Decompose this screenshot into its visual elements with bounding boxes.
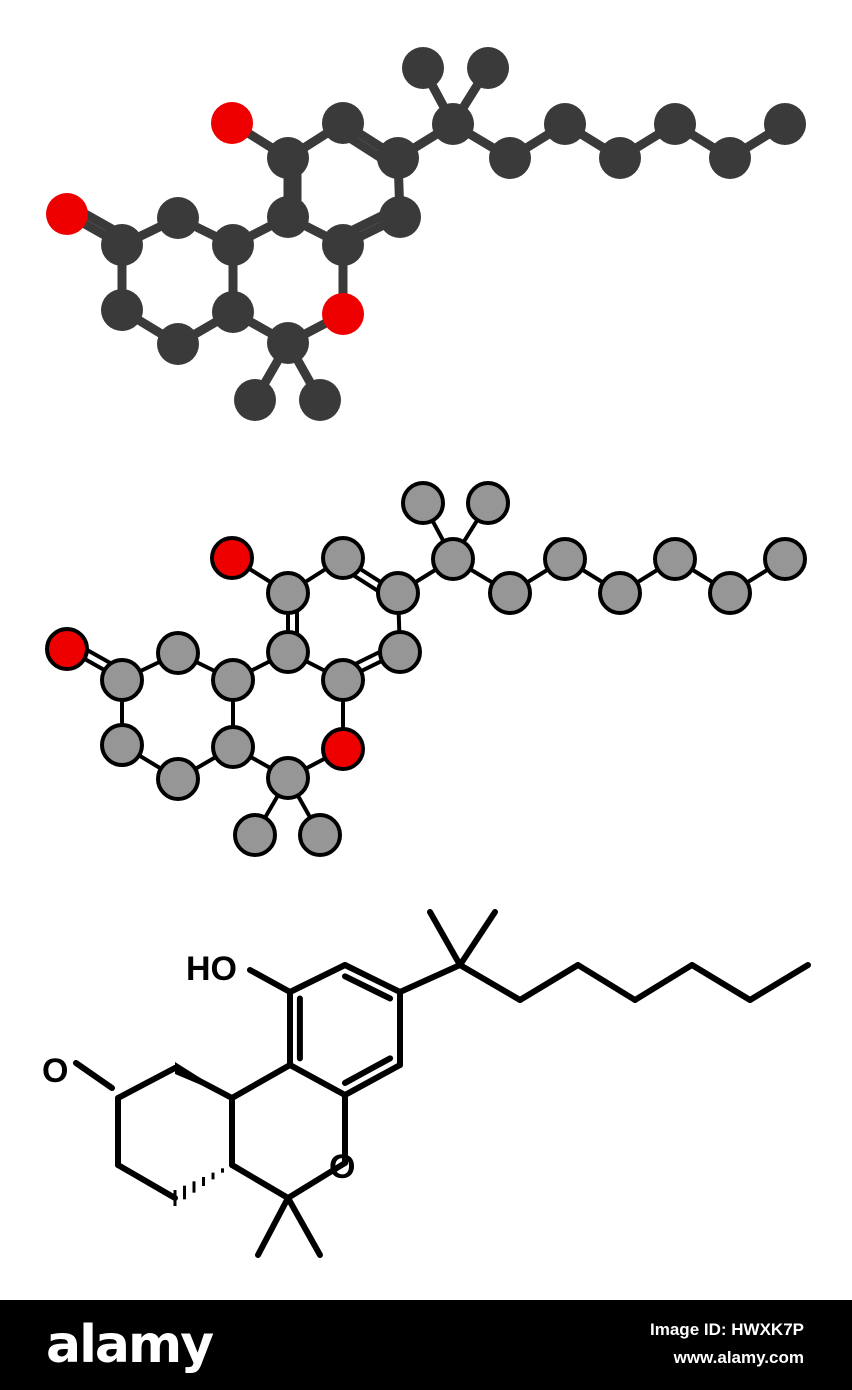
carbon-atom-c3 <box>377 137 419 179</box>
carbon-atom-c6 <box>267 196 309 238</box>
hydroxyl-label: HO <box>186 950 237 988</box>
ketone-double-bond <box>73 1060 115 1091</box>
footer-bar: alamy Image ID: HWXK7P www.alamy.com <box>0 1300 852 1390</box>
ring-oxygen-label: O <box>329 1148 355 1186</box>
carbon-atom-c21 <box>599 137 641 179</box>
carbon-atom-c16 <box>431 537 475 581</box>
skeletal-bond-b6-c1 <box>229 1162 291 1201</box>
carbon-atom-c9 <box>100 658 144 702</box>
skeletal-bond-t4-t5 <box>689 962 753 1003</box>
carbon-atom-c18 <box>466 481 510 525</box>
skeletal-bond-a5-a6 <box>287 1062 348 1098</box>
carbon-atom-c19 <box>489 137 531 179</box>
stick-and-ball-model <box>45 481 807 857</box>
aromatic-inner-bond <box>342 1055 394 1086</box>
carbon-atom-c1 <box>266 571 310 615</box>
carbon-atom-c24 <box>763 537 807 581</box>
site-url-text: www.alamy.com <box>673 1348 804 1367</box>
aromatic-inner-bond <box>342 973 394 1002</box>
alamy-logo: alamy <box>46 1315 214 1375</box>
skeletal-bond-t5-t6 <box>747 962 811 1003</box>
carbon-atom-c4 <box>379 196 421 238</box>
carbon-atom-c8 <box>156 631 200 675</box>
skeletal-bond-c1-m2 <box>285 1195 323 1258</box>
oxygen-atom-o2 <box>45 627 89 671</box>
skeletal-bond-c1-cO <box>285 1160 348 1201</box>
carbon-atom-c12 <box>211 725 255 769</box>
ketone-oxygen-label: O <box>42 1052 68 1090</box>
carbon-atom-c24 <box>764 103 806 145</box>
carbon-atom-c2 <box>321 536 365 580</box>
skeletal-bond-b4-b5 <box>115 1162 178 1201</box>
carbon-atom-c9 <box>101 224 143 266</box>
carbon-atom-c5 <box>321 658 365 702</box>
skeletal-formula: HO O O <box>42 909 811 1258</box>
carbon-atom-c23 <box>709 137 751 179</box>
carbon-atom-c11 <box>156 757 200 801</box>
carbon-atom-c19 <box>488 571 532 615</box>
skeletal-bond-b2-b3 <box>115 1065 178 1101</box>
skeletal-bond-t1-t2 <box>517 962 581 1003</box>
oxygen-atom-o2 <box>46 193 88 235</box>
image-id-text: Image ID: HWXK7P <box>650 1320 804 1339</box>
carbon-atom-c17 <box>401 481 445 525</box>
skeletal-bond-t2-t3 <box>575 962 638 1003</box>
carbon-atom-c8 <box>157 197 199 239</box>
carbon-atom-c13 <box>267 322 309 364</box>
carbon-atom-c3 <box>376 571 420 615</box>
carbon-atom-c12 <box>212 291 254 333</box>
carbon-atom-c2 <box>322 102 364 144</box>
carbon-atom-c1 <box>267 137 309 179</box>
wedge-bond <box>175 1062 232 1098</box>
skeletal-bond-a6-b1 <box>229 1062 293 1101</box>
skeletal-bond-a2-a3 <box>342 962 403 995</box>
carbon-atom-c6 <box>266 630 310 674</box>
skeletal-bond-a3-q <box>397 962 463 995</box>
carbon-atom-c22 <box>654 103 696 145</box>
carbon-atom-c20 <box>543 537 587 581</box>
oxygen-atom-o1 <box>211 102 253 144</box>
carbon-atom-c5 <box>322 224 364 266</box>
carbon-atom-c15 <box>299 379 341 421</box>
carbon-atom-c14 <box>234 379 276 421</box>
carbon-atom-c10 <box>101 289 143 331</box>
carbon-atom-c14 <box>233 813 277 857</box>
carbon-atom-c4 <box>378 630 422 674</box>
skeletal-bond-t3-t4 <box>632 962 695 1003</box>
carbon-atom-c17 <box>402 47 444 89</box>
carbon-atom-c11 <box>157 323 199 365</box>
carbon-atom-c13 <box>266 756 310 800</box>
skeletal-bond-a4-a5 <box>342 1062 403 1098</box>
carbon-atom-c10 <box>100 723 144 767</box>
carbon-atom-c18 <box>467 47 509 89</box>
carbon-atom-c15 <box>298 813 342 857</box>
carbon-atom-c21 <box>598 571 642 615</box>
skeletal-bond-q-t1 <box>457 962 523 1003</box>
skeletal-bond-q-q1 <box>427 909 463 968</box>
skeletal-bond-c1-m1 <box>255 1195 291 1258</box>
carbon-atom-c23 <box>708 571 752 615</box>
skeletal-bond-q-q2 <box>457 909 498 968</box>
skeletal-bond-a1-a2 <box>287 962 348 995</box>
ball-and-stick-model <box>46 47 806 421</box>
molecule-illustration: HO O O <box>42 47 811 1258</box>
carbon-atom-c20 <box>544 103 586 145</box>
carbon-atom-c22 <box>653 537 697 581</box>
carbon-atom-c7 <box>212 224 254 266</box>
carbon-atom-c7 <box>211 658 255 702</box>
skeletal-bond-OH-a1 <box>247 967 293 995</box>
carbon-atom-c16 <box>432 103 474 145</box>
oxygen-atom-o3 <box>321 727 365 771</box>
oxygen-atom-o3 <box>322 293 364 335</box>
oxygen-atom-o1 <box>210 536 254 580</box>
